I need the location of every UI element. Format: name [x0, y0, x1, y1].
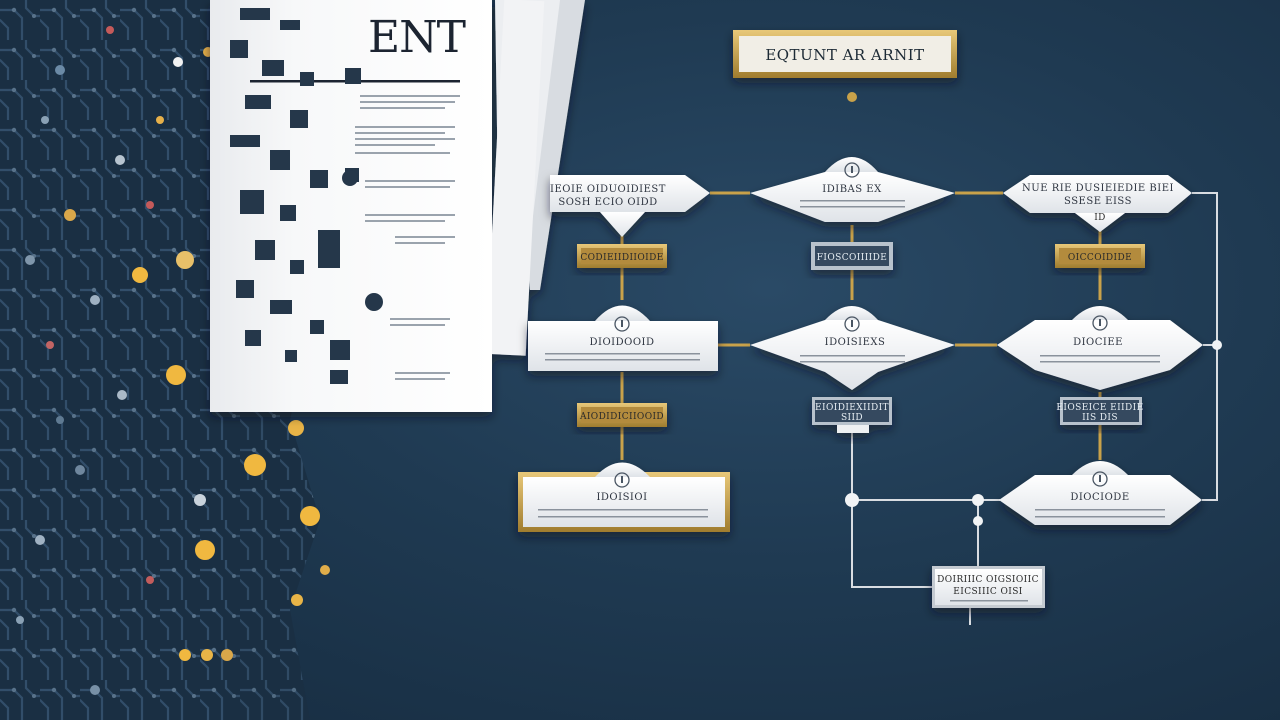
row1-left-line2: SOSH ECIO OIDD — [558, 197, 657, 208]
tag2-center-line2: SIID — [841, 413, 863, 423]
info-icon — [844, 162, 860, 178]
bottom-line1: DOIRIIIC OIGSIOIIC — [937, 575, 1039, 585]
row2-right-text: DIOCIEE — [1073, 337, 1123, 348]
row2-center-text: IDOISIEXS — [825, 337, 886, 348]
header-node[interactable]: EQTUNT AR ARNIT — [733, 30, 957, 78]
document-title: ENT — [368, 12, 466, 63]
tag1-left-label: CODIEIIDIIOIDE — [580, 253, 663, 263]
document-page: ENT — [230, 8, 467, 384]
row1-center-text: IDIBAS EX — [822, 184, 882, 195]
row1-left-node[interactable]: IEOIE OIDUOIDIEST SOSH ECIO OIDD — [550, 175, 710, 237]
tag2-right[interactable]: EIOSEICE EIIDIE IIS DIS — [1056, 397, 1143, 425]
bottom-node[interactable]: DOIRIIIC OIGSIOIIC EICSIIIC OISI — [932, 566, 1045, 608]
tag2-left-label: AIODIDICIIOOID — [579, 412, 664, 422]
tag1-right-label: OICCOIDIDE — [1068, 253, 1132, 263]
row3-left-text: IDOISIOI — [596, 492, 647, 503]
info-icon — [614, 472, 630, 488]
info-icon — [1092, 315, 1108, 331]
tag1-left[interactable]: CODIEIIDIIOIDE — [577, 244, 667, 268]
row1-right-line1: NUE RIE DUSIEIEDIE BIEI — [1022, 183, 1174, 194]
tag2-right-line2: IIS DIS — [1082, 413, 1118, 423]
row2-left-node[interactable]: DIOIDOOID — [528, 305, 718, 372]
bottom-line2: EICSIIIC OISI — [953, 587, 1022, 597]
document-text-lines — [355, 95, 460, 380]
circuit-node-dots — [16, 26, 330, 695]
row2-center-node[interactable]: IDOISIEXS — [750, 306, 955, 390]
tag2-center-line1: EIOIDIEXIIDIT — [815, 403, 889, 413]
info-icon — [1092, 471, 1108, 487]
row2-left-text: DIOIDOOID — [590, 337, 655, 348]
info-icon — [614, 316, 630, 332]
row1-center-node[interactable]: IDIBAS EX — [750, 157, 955, 222]
row3-left-node[interactable]: IDOISIOI — [518, 462, 730, 533]
tag2-center[interactable]: EIOIDIEXIIDIT SIID — [812, 397, 892, 433]
row3-right-text: DIOCIODE — [1070, 492, 1129, 503]
disintegration-fragments — [230, 8, 383, 384]
row1-left-line1: IEOIE OIDUOIDIEST — [550, 184, 666, 195]
row1-right-line2: SSESE EISS — [1064, 196, 1132, 207]
header-label: EQTUNT AR ARNIT — [765, 46, 924, 64]
row3-right-node[interactable]: DIOCIODE — [999, 461, 1202, 525]
tag2-right-line1: EIOSEICE EIIDIE — [1056, 403, 1143, 413]
row1-right-node[interactable]: NUE RIE DUSIEIEDIE BIEI SSESE EISS ID — [1003, 175, 1192, 232]
tag1-center-label: FIOSCOIIIIDE — [817, 253, 887, 263]
tag1-right[interactable]: OICCOIDIDE — [1055, 244, 1145, 268]
row1-right-sub: ID — [1094, 213, 1106, 223]
tag2-left[interactable]: AIODIDICIIOOID — [577, 403, 667, 427]
connector-junctions — [845, 92, 1222, 526]
info-icon — [844, 316, 860, 332]
tag1-center[interactable]: FIOSCOIIIIDE — [811, 242, 893, 270]
row2-right-node[interactable]: DIOCIEE — [997, 306, 1203, 390]
